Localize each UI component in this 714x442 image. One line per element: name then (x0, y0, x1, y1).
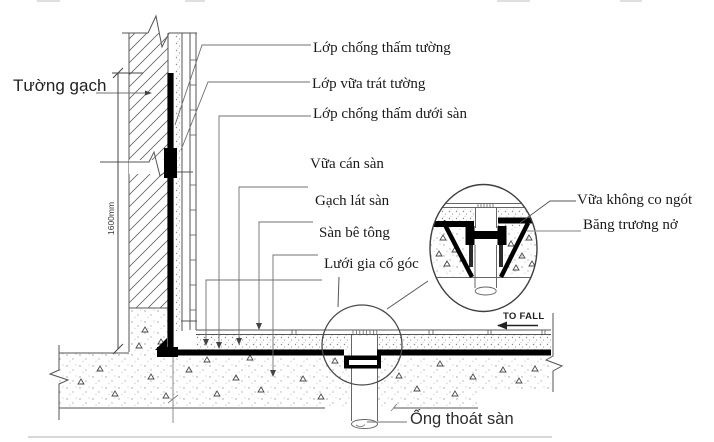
expansion-tape-left (441, 219, 474, 279)
detail-pipe-clamp (465, 226, 507, 245)
leader-lines (96, 44, 581, 423)
callout-waterproof-wall: Lớp chống thấm tường (313, 40, 451, 56)
detail-connector-lines (337, 276, 429, 310)
detail-pipe-end (474, 286, 497, 296)
pipe-clamp (344, 355, 381, 369)
drain-pipe-shaft (351, 336, 378, 423)
detail-pipe-sleeve-left (469, 245, 473, 267)
callout-expansion-tape: Băng trương nở (583, 217, 678, 233)
wall-label: Tường gạch (13, 76, 107, 95)
expansion-tape-right (498, 221, 531, 279)
mortar-label-leader (519, 200, 576, 224)
slab-right-break (544, 313, 564, 392)
slab-left-break (48, 345, 70, 420)
enlarged-detail-circle (429, 183, 538, 313)
callout-screed: Vữa cán sàn (310, 156, 384, 172)
to-fall-arrow (497, 321, 538, 330)
callout-plaster-wall: Lớp vữa trát tường (312, 76, 426, 92)
membrane-at-break (164, 148, 177, 178)
dimension-label: 1600mm (106, 201, 116, 235)
detail-callout-circle (321, 304, 403, 386)
drain-pipe-label: Ống thoát sàn (410, 410, 514, 428)
detail-pipe-sleeve-right (499, 245, 503, 267)
callout-concrete-slab: Sàn bê tông (319, 225, 390, 241)
callout-floor-tile: Gạch lát sàn (315, 193, 390, 209)
waterproofing-membrane (155, 73, 551, 357)
leader-arrowheads (145, 90, 276, 377)
callout-waterproof-floor: Lớp chống thấm dưới sàn (313, 106, 467, 122)
membrane-corner (157, 347, 178, 357)
detail-drain-grate (477, 203, 494, 208)
to-fall-label: TO FALL (503, 311, 545, 322)
concrete-slab (59, 308, 554, 409)
callout-corner-mesh: Lưới gia cố góc (324, 256, 419, 272)
callout-nonshrink-mortar: Vữa không co ngót (577, 192, 693, 208)
detail-membrane (430, 217, 537, 227)
drain-grate (352, 330, 378, 335)
dimension-line (112, 67, 143, 355)
wall-plaster-layer (174, 33, 182, 331)
